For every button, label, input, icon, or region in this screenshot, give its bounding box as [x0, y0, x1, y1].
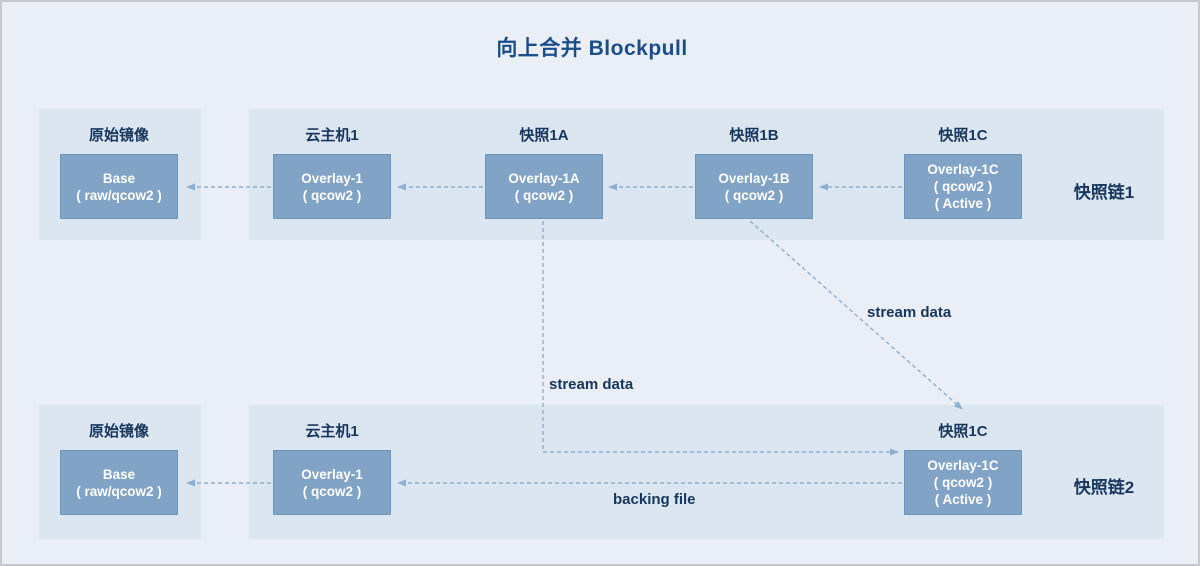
disk-state: ( Active ) [934, 492, 992, 507]
disk-format: ( qcow2 ) [724, 187, 784, 203]
disk-format: ( raw/qcow2 ) [76, 483, 162, 499]
node-header: 云主机1 [305, 127, 359, 144]
disk-name: Base [102, 466, 136, 482]
disk-box-overlay1: Overlay-1 ( qcow2 ) [273, 154, 391, 219]
disk-format: ( qcow2 ) [933, 475, 993, 490]
node-header: 快照1B [729, 127, 779, 144]
node-header: 原始镜像 [88, 127, 149, 144]
disk-box-overlay1b: Overlay-1B ( qcow2 ) [695, 154, 813, 219]
chain1-label: 快照链1 [1073, 183, 1135, 202]
chain2-label: 快照链2 [1073, 478, 1135, 497]
node-chain2-overlay1: 云主机1 Overlay-1 ( qcow2 ) [273, 418, 391, 515]
disk-box-base: Base ( raw/qcow2 ) [60, 450, 178, 515]
node-header: 快照1C [938, 423, 988, 440]
backing-file-label: backing file [613, 491, 696, 508]
node-header: 快照1A [519, 127, 569, 144]
disk-name: Base [102, 170, 136, 186]
disk-name: Overlay-1 [301, 466, 363, 482]
node-chain1-overlay1b: 快照1B Overlay-1B ( qcow2 ) [695, 122, 813, 219]
node-chain2-base: 原始镜像 Base ( raw/qcow2 ) [60, 418, 178, 515]
disk-format: ( qcow2 ) [514, 187, 574, 203]
disk-box-overlay1: Overlay-1 ( qcow2 ) [273, 450, 391, 515]
node-header: 云主机1 [305, 423, 359, 440]
disk-format: ( qcow2 ) [302, 483, 362, 499]
stream-data-right-label: stream data [867, 304, 952, 321]
disk-format: ( raw/qcow2 ) [76, 187, 162, 203]
node-chain2-overlay1c: 快照1C Overlay-1C ( qcow2 ) ( Active ) [904, 418, 1022, 515]
disk-box-overlay1a: Overlay-1A ( qcow2 ) [485, 154, 603, 219]
disk-box-overlay1c: Overlay-1C ( qcow2 ) ( Active ) [904, 450, 1022, 515]
disk-box-overlay1c: Overlay-1C ( qcow2 ) ( Active ) [904, 154, 1022, 219]
disk-name: Overlay-1B [718, 170, 790, 186]
disk-name: Overlay-1 [301, 170, 363, 186]
node-chain1-overlay1a: 快照1A Overlay-1A ( qcow2 ) [485, 122, 603, 219]
disk-box-base: Base ( raw/qcow2 ) [60, 154, 178, 219]
disk-state: ( Active ) [934, 196, 992, 211]
node-chain1-base: 原始镜像 Base ( raw/qcow2 ) [60, 122, 178, 219]
disk-name: Overlay-1C [927, 162, 999, 177]
node-header: 原始镜像 [88, 423, 149, 440]
diagram-title: 向上合并 Blockpull [496, 37, 688, 60]
disk-name: Overlay-1A [508, 170, 580, 186]
disk-name: Overlay-1C [927, 458, 999, 473]
node-chain1-overlay1c: 快照1C Overlay-1C ( qcow2 ) ( Active ) [904, 122, 1022, 219]
disk-format: ( qcow2 ) [933, 179, 993, 194]
disk-format: ( qcow2 ) [302, 187, 362, 203]
stream-data-left-label: stream data [549, 376, 634, 393]
node-chain1-overlay1: 云主机1 Overlay-1 ( qcow2 ) [273, 122, 391, 219]
node-header: 快照1C [938, 127, 988, 144]
